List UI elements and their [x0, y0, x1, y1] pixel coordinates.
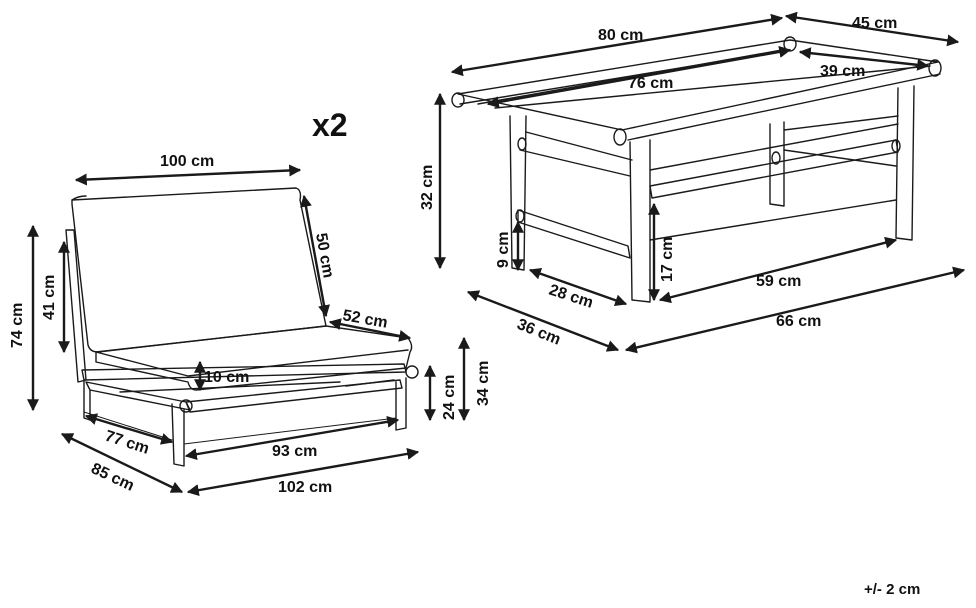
dim-line-chair-outer-depth — [60, 432, 184, 494]
dim-line-table-top-width — [784, 11, 960, 47]
tolerance-label: +/- 2 cm — [864, 581, 920, 598]
dim-line-chair-outer-width — [186, 447, 420, 497]
dim-line-table-inner-length — [486, 45, 792, 109]
chair-outer-width-label: 102 cm — [278, 479, 332, 496]
chair-inner-depth-label: 77 cm — [103, 428, 151, 458]
labels: x2 +/- 2 cm 100 cm 50 cm 52 cm 74 cm 41 … — [9, 15, 920, 598]
chair-total-height-label: 74 cm — [9, 303, 26, 348]
chair-seat-height-label: 34 cm — [475, 361, 492, 406]
table-top-width-label: 45 cm — [852, 15, 897, 32]
dim-line-table-shelf-length — [658, 236, 898, 304]
dimension-lines — [27, 11, 966, 497]
dim-line-table-base-depth — [466, 290, 620, 352]
table-base-depth-label: 36 cm — [515, 316, 563, 349]
table-shelf-depth-label: 28 cm — [547, 282, 595, 312]
dim-line-table-inner-width — [798, 47, 930, 71]
table-drawing — [451, 36, 942, 303]
dim-line-table-base-length — [624, 266, 966, 354]
table-lower-bar-height-label: 9 cm — [495, 232, 512, 268]
chair-backrest-height-label: 50 cm — [312, 232, 337, 280]
table-inner-width-label: 39 cm — [820, 63, 865, 80]
quantity-label: x2 — [312, 107, 348, 143]
table-shelf-height-label: 17 cm — [659, 237, 676, 282]
dim-line-chair-backrest — [300, 194, 330, 318]
table-inner-length-label: 76 cm — [628, 75, 673, 92]
chair-back-frame-height-label: 41 cm — [41, 275, 58, 320]
table-height-label: 32 cm — [419, 165, 436, 210]
chair-seat-depth-label: 52 cm — [341, 307, 389, 332]
table-base-length-label: 66 cm — [776, 313, 821, 330]
table-top-length-label: 80 cm — [598, 27, 643, 44]
table-shelf-length-label: 59 cm — [756, 273, 801, 290]
chair-inner-width-label: 93 cm — [272, 443, 317, 460]
dim-line-chair-seat-depth — [328, 318, 412, 342]
chair-cushion-thickness-label: 10 cm — [204, 369, 249, 386]
chair-width-top-label: 100 cm — [160, 153, 214, 170]
dim-line-chair-width-top — [74, 164, 302, 186]
chair-frame-height-label: 24 cm — [441, 375, 458, 420]
